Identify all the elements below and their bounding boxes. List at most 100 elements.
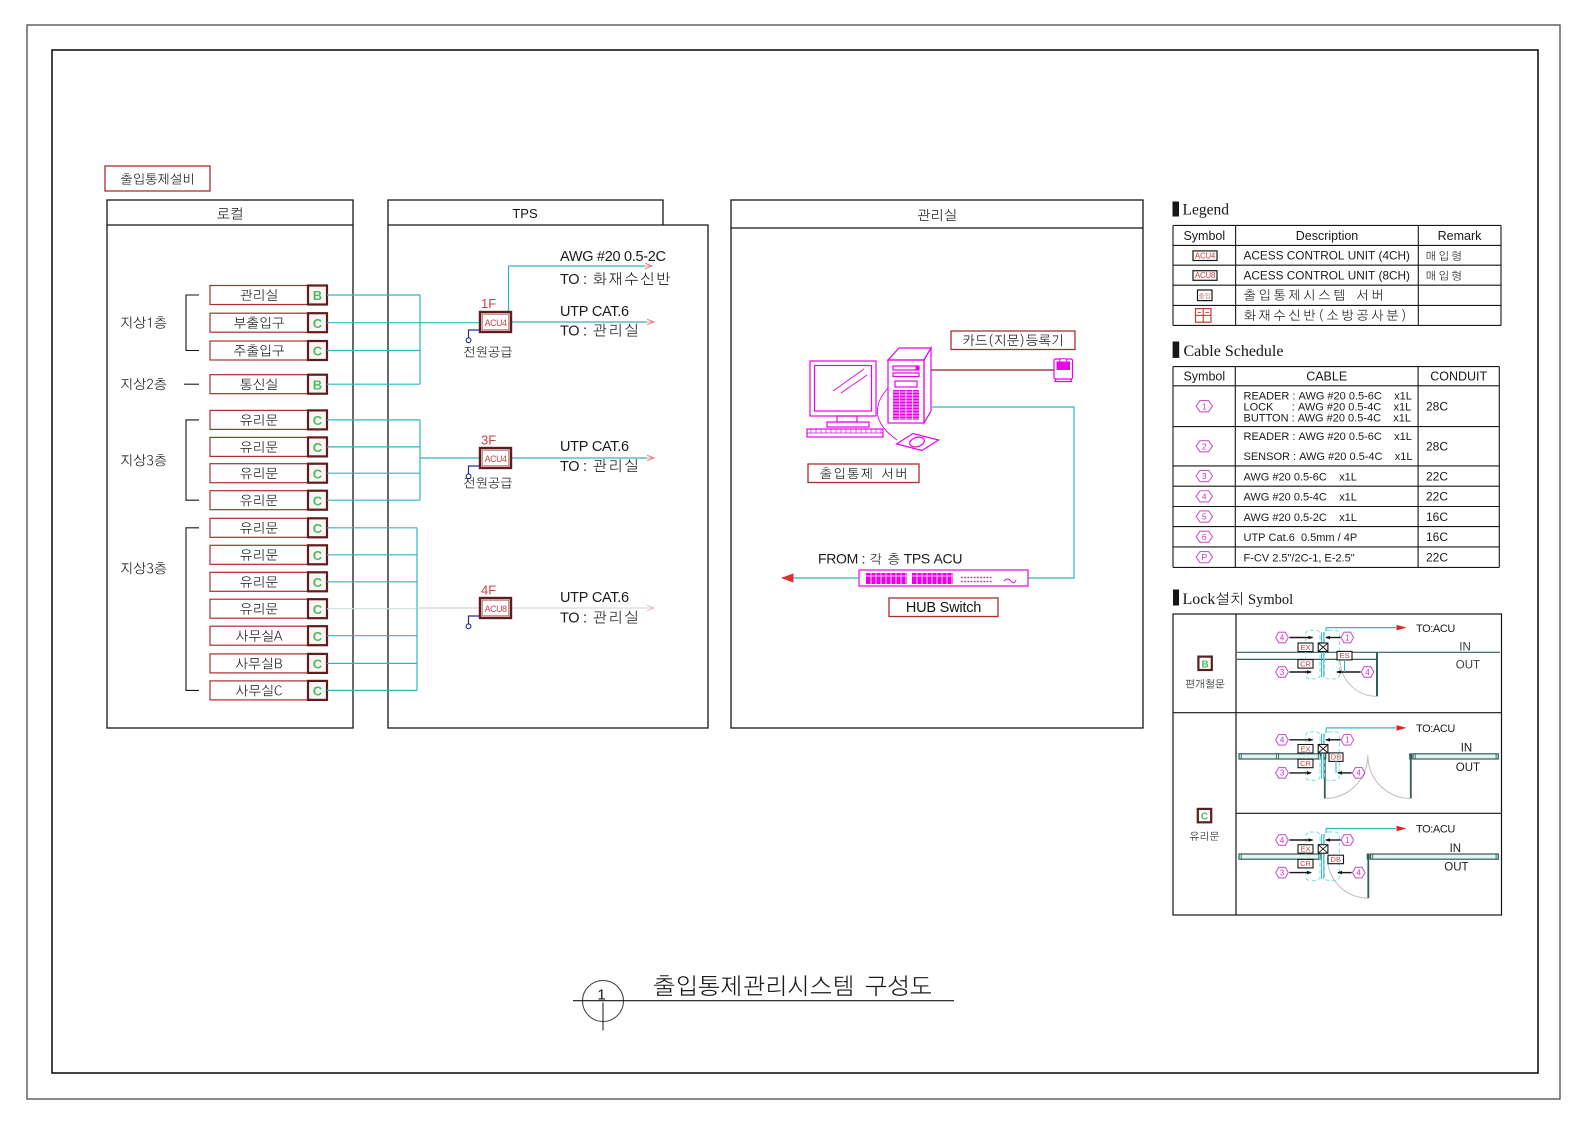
svg-text:DB: DB (1331, 855, 1341, 864)
svg-text:EX: EX (1300, 643, 1310, 652)
svg-text:ACU8: ACU8 (1195, 271, 1216, 280)
svg-text:OUT: OUT (1456, 762, 1480, 774)
svg-text:Remark: Remark (1438, 229, 1483, 243)
svg-text:ACU4: ACU4 (485, 454, 507, 464)
svg-text:AWG #20 0.5-6C x1L: AWG #20 0.5-6C x1L (1244, 471, 1357, 483)
svg-text:UTP CAT.6: UTP CAT.6 (560, 590, 629, 606)
svg-text:C: C (313, 575, 323, 590)
svg-text:3: 3 (1280, 668, 1284, 677)
svg-text:4: 4 (1280, 736, 1285, 745)
svg-text:UTP CAT.6: UTP CAT.6 (560, 439, 629, 455)
svg-text:ACU4: ACU4 (1195, 251, 1216, 260)
svg-text:4: 4 (1202, 491, 1207, 501)
svg-text:CABLE: CABLE (1306, 369, 1347, 383)
svg-text:22C: 22C (1426, 490, 1448, 504)
svg-text:1: 1 (1345, 836, 1349, 845)
svg-text:C: C (313, 316, 323, 331)
svg-text:C: C (313, 344, 323, 359)
svg-text:C: C (313, 413, 323, 428)
svg-text:C: C (313, 602, 323, 617)
svg-text:CR: CR (1300, 759, 1311, 768)
svg-text:IN: IN (1461, 743, 1473, 755)
svg-text:Lock: Lock (1183, 591, 1216, 608)
svg-text:READER : AWG #20 0.5-6C x1L: READER : AWG #20 0.5-6C x1L (1244, 390, 1412, 402)
svg-text:1: 1 (1202, 401, 1207, 411)
svg-text:3: 3 (1280, 868, 1284, 877)
svg-text:C: C (313, 657, 323, 672)
svg-text:3: 3 (1202, 471, 1207, 481)
svg-text:1: 1 (1345, 633, 1349, 642)
svg-text:2: 2 (1202, 441, 1207, 451)
svg-text:IN: IN (1450, 843, 1462, 855)
svg-text:Symbol: Symbol (1183, 229, 1225, 243)
svg-text:ACU8: ACU8 (485, 604, 507, 614)
svg-text:3F: 3F (481, 433, 496, 448)
svg-text:B: B (1201, 659, 1208, 670)
svg-text:TO :: TO : (560, 324, 590, 340)
svg-text:16C: 16C (1426, 510, 1448, 524)
svg-text:16C: 16C (1426, 530, 1448, 544)
svg-text:TO:ACU: TO:ACU (1416, 723, 1455, 735)
svg-text:READER : AWG #20 0.5-6C x1L: READER : AWG #20 0.5-6C x1L (1244, 431, 1412, 443)
svg-text:C: C (313, 440, 323, 455)
svg-text:Description: Description (1296, 229, 1359, 243)
svg-text:4: 4 (1365, 668, 1370, 677)
svg-text:Symbol: Symbol (1248, 592, 1293, 608)
svg-text:BUTTON : AWG #20 0.5-4C x1L: BUTTON : AWG #20 0.5-4C x1L (1244, 412, 1412, 424)
svg-text:5: 5 (1202, 512, 1207, 522)
svg-text:AWG #20 0.5-2C x1L: AWG #20 0.5-2C x1L (1244, 512, 1357, 524)
svg-text:C: C (313, 684, 323, 699)
svg-text:28C: 28C (1426, 400, 1448, 414)
svg-text:TPS ACU: TPS ACU (900, 551, 962, 567)
svg-text:SENSOR : AWG #20 0.5-4C x1L: SENSOR : AWG #20 0.5-4C x1L (1244, 451, 1413, 463)
svg-text:1: 1 (597, 987, 605, 1004)
svg-text:28C: 28C (1426, 440, 1448, 454)
svg-text:EX: EX (1300, 845, 1310, 854)
svg-text:C: C (313, 548, 323, 563)
svg-text:FROM :: FROM : (818, 551, 869, 567)
svg-text:IN: IN (1459, 641, 1471, 653)
svg-text:TO :: TO : (560, 272, 590, 288)
svg-text:4F: 4F (481, 583, 496, 598)
svg-text:TO :: TO : (560, 611, 590, 627)
svg-text:LOCK : AWG #20 0.5-4C: LOCK : AWG #20 0.5-4C x1L (1244, 401, 1412, 413)
svg-text:CR: CR (1300, 859, 1311, 868)
svg-text:B: B (313, 377, 322, 392)
svg-text:22C: 22C (1426, 469, 1448, 483)
svg-text:P: P (1201, 552, 1207, 562)
svg-text:Cable Schedule: Cable Schedule (1184, 343, 1284, 360)
svg-text:ACESS CONTROL UNIT (4CH): ACESS CONTROL UNIT (4CH) (1244, 249, 1411, 263)
svg-text:HUB Switch: HUB Switch (906, 600, 981, 616)
svg-text:F-CV 2.5"/2C-1, E-2.5": F-CV 2.5"/2C-1, E-2.5" (1244, 552, 1355, 564)
svg-text:AWG #20 0.5-2C: AWG #20 0.5-2C (560, 249, 666, 265)
svg-text:6: 6 (1202, 532, 1207, 542)
svg-text:ACESS CONTROL UNIT (8CH): ACESS CONTROL UNIT (8CH) (1244, 269, 1411, 283)
svg-text:TO:ACU: TO:ACU (1416, 824, 1455, 836)
svg-text:C: C (1201, 812, 1208, 823)
svg-text:22C: 22C (1426, 550, 1448, 564)
svg-text:AWG #20 0.5-4C x1L: AWG #20 0.5-4C x1L (1244, 492, 1357, 504)
svg-text:C: C (313, 493, 323, 508)
svg-text:UTP Cat.6 0.5mm / 4P: UTP Cat.6 0.5mm / 4P (1244, 532, 1358, 544)
svg-text:TO :: TO : (560, 459, 590, 475)
svg-text:C: C (313, 521, 323, 536)
svg-text:TPS: TPS (512, 206, 538, 221)
svg-text:UTP CAT.6: UTP CAT.6 (560, 304, 629, 320)
svg-text:OUT: OUT (1444, 862, 1468, 874)
svg-text:ACU4: ACU4 (485, 318, 507, 328)
svg-text:OUT: OUT (1456, 660, 1480, 672)
svg-text:C: C (313, 466, 323, 481)
svg-text:DB: DB (1331, 753, 1341, 762)
svg-text:3: 3 (1280, 769, 1284, 778)
svg-text:4: 4 (1357, 868, 1362, 877)
svg-text:CONDUIT: CONDUIT (1430, 369, 1487, 383)
svg-text:B: B (313, 288, 322, 303)
svg-text:Legend: Legend (1183, 202, 1230, 219)
svg-text:4: 4 (1280, 633, 1285, 642)
svg-text:ES: ES (1339, 651, 1349, 660)
svg-text:C: C (313, 629, 323, 644)
svg-text:Symbol: Symbol (1183, 369, 1225, 383)
svg-text:1F: 1F (481, 296, 496, 311)
svg-text:TO:ACU: TO:ACU (1416, 623, 1455, 635)
svg-text:CR: CR (1300, 659, 1311, 668)
